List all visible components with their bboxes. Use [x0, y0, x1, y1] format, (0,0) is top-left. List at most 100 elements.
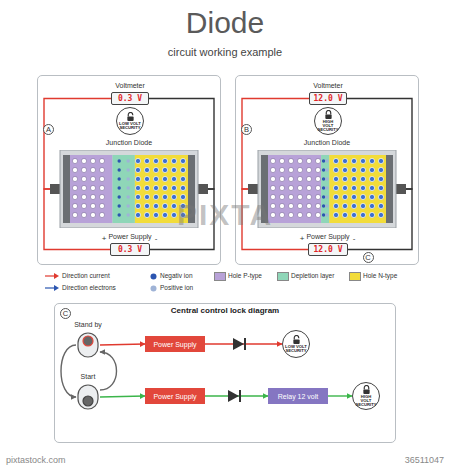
switch-knob	[83, 396, 93, 406]
negative-ion	[322, 213, 325, 216]
diode-symbol	[228, 390, 241, 402]
electron	[153, 212, 158, 217]
negative-ion	[322, 159, 325, 162]
label: PIXTA	[177, 198, 273, 232]
electron	[135, 203, 140, 208]
electron	[153, 203, 158, 208]
diode-bar	[239, 390, 241, 402]
electron	[351, 158, 356, 163]
p-region	[268, 155, 321, 223]
hole	[270, 158, 275, 163]
depletion-region	[321, 155, 329, 223]
lock-label: HIGH VOLT SECURITY	[355, 395, 377, 408]
positive-ion	[126, 177, 129, 180]
hole	[270, 176, 275, 181]
legend-arrow	[45, 273, 59, 279]
hole	[279, 194, 284, 199]
legend-ion	[150, 273, 157, 280]
box-label: Relay 12 volt	[278, 393, 318, 400]
electron	[162, 212, 167, 217]
meter-heading: Voltmeter	[313, 82, 343, 89]
electron	[360, 167, 365, 172]
meter-node: Power Supply0.3 V	[110, 243, 150, 256]
legend-swatch	[215, 273, 225, 280]
hole	[90, 194, 95, 199]
box-label: Power Supply	[153, 393, 196, 400]
diode-heading: Junction Diode	[106, 139, 152, 146]
meter-reading: 0.3 V	[118, 95, 142, 103]
electron	[153, 158, 158, 163]
electron	[342, 194, 347, 199]
depletion-region	[112, 155, 134, 223]
connector	[100, 344, 145, 345]
hole	[81, 158, 86, 163]
electron	[378, 167, 383, 172]
end-plate	[386, 155, 393, 223]
n-region	[329, 155, 386, 223]
hole	[81, 185, 86, 190]
electron	[135, 176, 140, 181]
lock-label: LOW VOLT SECURITY	[285, 345, 307, 353]
hole	[72, 194, 77, 199]
hole	[315, 185, 320, 190]
positive-ion	[325, 195, 328, 198]
electron	[342, 185, 347, 190]
lock-node: LOW VOLT SECURITY	[116, 107, 144, 135]
hole	[297, 176, 302, 181]
legend-label: Hole P-type	[228, 272, 262, 280]
electron	[351, 203, 356, 208]
hole	[81, 203, 86, 208]
lock-icon	[362, 385, 371, 394]
electron	[162, 194, 167, 199]
meter-reading: 0.3 V	[118, 246, 142, 254]
hole	[72, 176, 77, 181]
connector	[100, 396, 145, 397]
positive-ion	[126, 159, 129, 162]
label: circuit working example	[168, 46, 282, 58]
meter-reading: 12.0 V	[314, 246, 343, 254]
negative-ion	[118, 177, 121, 180]
connector	[100, 352, 117, 390]
diode-triangle	[233, 338, 244, 350]
meter-node: Power Supply12.0 V	[308, 243, 348, 256]
electron	[351, 167, 356, 172]
hole	[306, 203, 311, 208]
hole	[81, 212, 86, 217]
electron	[135, 194, 140, 199]
electron	[144, 194, 149, 199]
panel-letter: B	[241, 124, 252, 135]
electron	[333, 212, 338, 217]
hole	[315, 212, 320, 217]
hole	[72, 167, 77, 172]
hole	[90, 158, 95, 163]
negative-ion	[322, 195, 325, 198]
hole	[288, 158, 293, 163]
legend-label: Direction current	[62, 272, 110, 280]
lock-body	[363, 389, 369, 394]
negative-ion	[322, 168, 325, 171]
hole	[99, 194, 104, 199]
diode-bar	[244, 338, 246, 350]
electron	[360, 203, 365, 208]
legend-ion-dot	[151, 285, 157, 291]
electron	[135, 167, 140, 172]
electron	[144, 203, 149, 208]
hole	[90, 203, 95, 208]
legend-arrow-shaft	[45, 287, 55, 288]
positive-ion	[126, 186, 129, 189]
lock-node: HIGH VOLT SECURITY	[314, 107, 342, 135]
callout-letter: C	[363, 252, 374, 263]
legend-arrow-shaft	[45, 275, 55, 276]
box-node: Power Supply	[145, 388, 205, 404]
switch-label: Stand by	[74, 321, 102, 328]
electron	[162, 158, 167, 163]
hole	[288, 203, 293, 208]
meter-node: Voltmeter0.3 V	[111, 92, 149, 105]
hole	[81, 167, 86, 172]
title: Diode	[186, 6, 264, 40]
negative-ion	[322, 186, 325, 189]
electron	[162, 185, 167, 190]
electron	[360, 158, 365, 163]
